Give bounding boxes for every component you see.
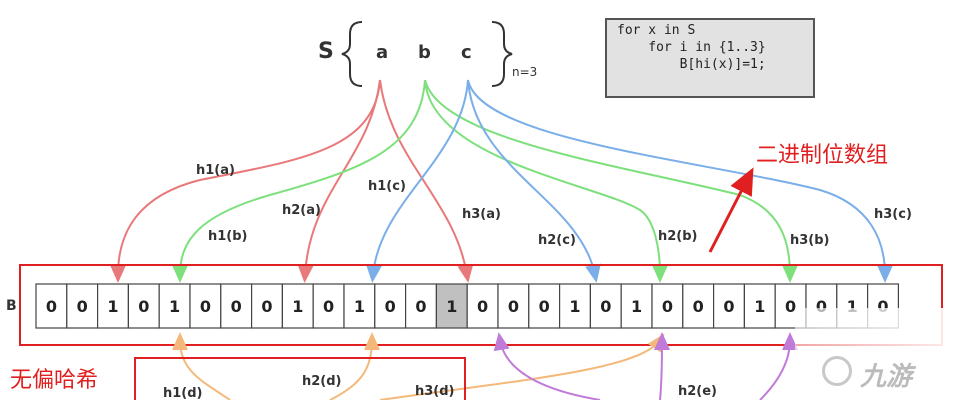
label-h2b: h2(b) <box>658 229 698 244</box>
bit-value: 1 <box>754 297 765 316</box>
label-h2d: h2(d) <box>302 374 342 389</box>
label-h1c: h1(c) <box>368 179 406 194</box>
unbiased-hash-label: 无偏哈希 <box>10 368 99 393</box>
bit-cell <box>251 283 284 329</box>
set-element-c: c <box>461 42 472 63</box>
label-h3c: h3(c) <box>874 207 912 222</box>
right-brace <box>491 21 513 87</box>
left-brace <box>341 21 363 87</box>
bit-cell <box>682 283 715 329</box>
label-h2e: h2(e) <box>678 384 717 399</box>
bit-value: 0 <box>662 297 673 316</box>
code-line-1: for x in S <box>617 23 696 38</box>
bit-value: 0 <box>385 297 396 316</box>
bit-value: 1 <box>569 297 580 316</box>
array-prefix: B <box>6 298 17 314</box>
set-element-a: a <box>376 42 388 63</box>
arrow-h1b <box>172 79 426 283</box>
label-h3a: h3(a) <box>462 207 501 222</box>
bit-value: 0 <box>46 297 57 316</box>
bit-value: 1 <box>631 297 642 316</box>
unbiased-hash-frame <box>134 357 466 400</box>
bit-cell <box>96 283 129 329</box>
arrow-h2d <box>329 332 380 400</box>
set-name: S <box>318 39 334 64</box>
bit-value: 1 <box>169 297 180 316</box>
label-h2a: h2(a) <box>282 203 321 218</box>
bit-cell <box>712 283 745 329</box>
arrow-h1c <box>365 79 469 283</box>
bit-value: 0 <box>138 297 149 316</box>
bit-cell <box>528 283 561 329</box>
bit-cell <box>466 283 499 329</box>
bit-value: 0 <box>785 297 796 316</box>
bit-cell <box>158 283 191 329</box>
bit-value: 1 <box>292 297 303 316</box>
arrow-h3d <box>379 333 665 400</box>
bit-array-label: 二进制位数组 <box>756 143 888 168</box>
label-h3b: h3(b) <box>790 233 830 248</box>
arrow-h3a <box>379 79 474 283</box>
label-h1b: h1(b) <box>208 229 248 244</box>
arrow-e-3 <box>759 332 798 400</box>
code-line-2: for i in {1..3} <box>617 40 766 55</box>
watermark-fade <box>795 308 973 400</box>
label-h1d: h1(d) <box>163 386 203 400</box>
pointer-arrow <box>708 167 754 253</box>
set-element-b: b <box>418 42 431 63</box>
bit-value: 0 <box>77 297 88 316</box>
bit-value: 0 <box>323 297 334 316</box>
bit-cell <box>558 283 591 329</box>
bit-cell <box>281 283 314 329</box>
bit-value: 0 <box>261 297 272 316</box>
watermark-text: 九游 <box>860 362 913 392</box>
arrow-h2b <box>424 79 668 283</box>
code-block: for x in S for i in {1..3} B[hi(x)]=1; <box>605 18 815 98</box>
arrow-h2c <box>467 79 601 283</box>
bit-value: 0 <box>723 297 734 316</box>
bit-value: 1 <box>446 297 457 316</box>
arrow-h1d <box>172 332 231 400</box>
label-h2c: h2(c) <box>538 233 576 248</box>
bit-value: 0 <box>600 297 611 316</box>
bit-value: 0 <box>877 297 888 316</box>
arrow-h2e <box>653 332 670 400</box>
label-h3d: h3(d) <box>415 384 455 399</box>
bit-value: 1 <box>354 297 365 316</box>
bit-value: 0 <box>508 297 519 316</box>
code-line-3: B[hi(x)]=1; <box>617 57 766 72</box>
swirl-logo-icon <box>822 356 852 386</box>
bit-value: 1 <box>847 297 858 316</box>
array-frame <box>19 264 943 346</box>
arrow-h1a <box>110 79 381 283</box>
bit-value: 1 <box>107 297 118 316</box>
bit-value: 0 <box>231 297 242 316</box>
bit-value: 0 <box>816 297 827 316</box>
bit-value: 0 <box>539 297 550 316</box>
arrow-e-1 <box>493 332 601 400</box>
bit-cell <box>651 283 684 329</box>
bit-value: 0 <box>415 297 426 316</box>
bit-cell <box>589 283 622 329</box>
arrow-h2a <box>297 79 381 283</box>
bit-value: 0 <box>477 297 488 316</box>
bit-value: 0 <box>200 297 211 316</box>
arrow-h3b <box>424 79 798 283</box>
label-h1a: h1(a) <box>196 163 235 178</box>
bit-value: 0 <box>693 297 704 316</box>
set-count-label: n=3 <box>512 65 537 79</box>
bit-cell <box>620 283 653 329</box>
